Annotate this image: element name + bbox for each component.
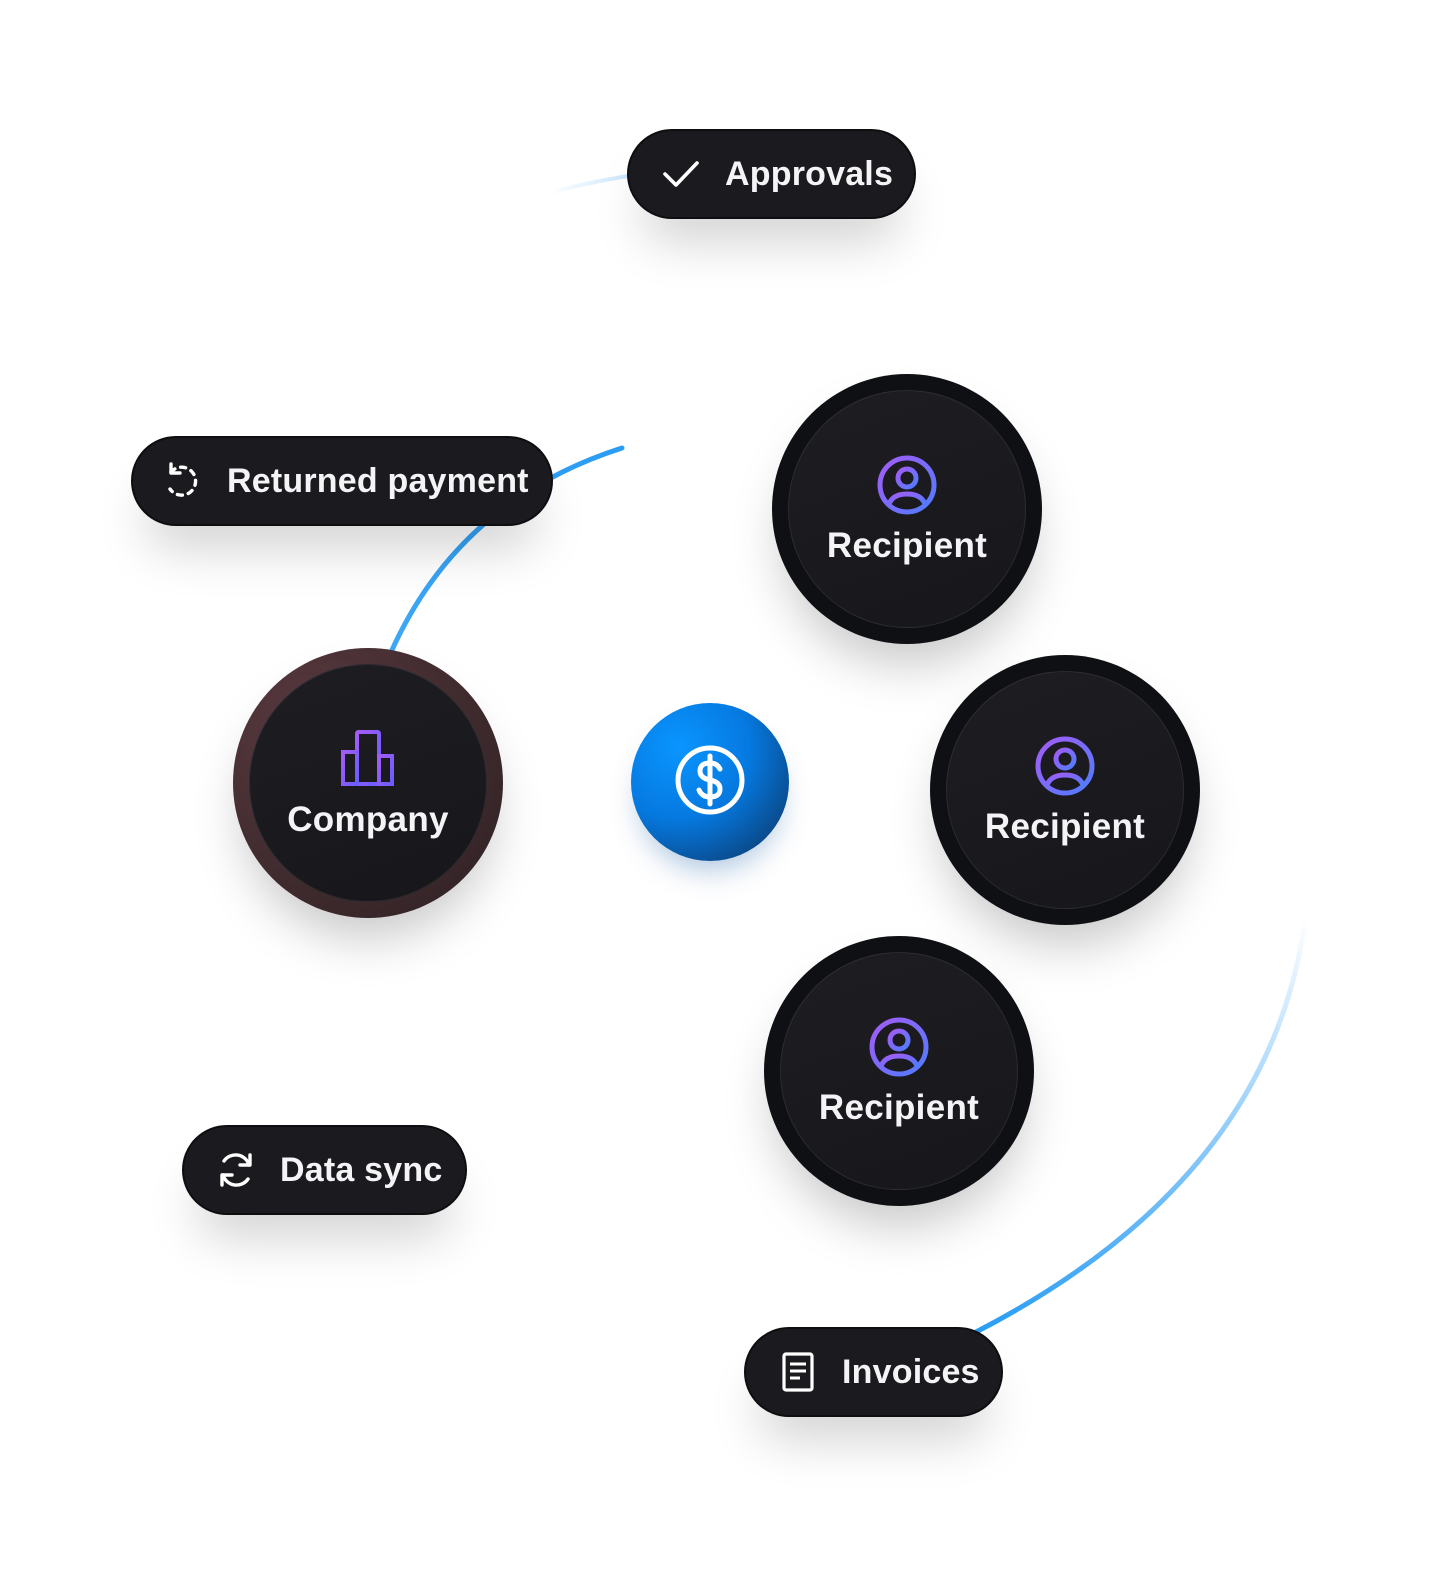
- arc-recipient-to-invoices: [973, 917, 1308, 1335]
- user-circle-icon: [866, 1014, 932, 1080]
- recipient-label-2: Recipient: [984, 807, 1146, 846]
- invoices-label: Invoices: [842, 1352, 980, 1391]
- check-icon: [659, 152, 703, 196]
- dollar-circle-icon: [673, 743, 747, 822]
- document-icon: [776, 1350, 820, 1394]
- building-icon: [335, 726, 401, 792]
- returned-payment-pill[interactable]: Returned payment: [131, 436, 553, 526]
- company-node-inner: Company: [249, 664, 487, 902]
- recipient-node-3-inner: Recipient: [780, 952, 1018, 1190]
- recipient-label-3: Recipient: [818, 1088, 980, 1127]
- recipient-node-3[interactable]: Recipient: [764, 936, 1034, 1206]
- invoices-pill[interactable]: Invoices: [744, 1327, 1003, 1417]
- recipient-node-2[interactable]: Recipient: [930, 655, 1200, 925]
- user-circle-icon: [874, 452, 940, 518]
- approvals-pill[interactable]: Approvals: [627, 129, 916, 219]
- data-sync-pill[interactable]: Data sync: [182, 1125, 467, 1215]
- company-label: Company: [287, 800, 449, 839]
- recipient-node-1[interactable]: Recipient: [772, 374, 1042, 644]
- dashed-rotate-icon: [161, 459, 205, 503]
- recipient-node-2-inner: Recipient: [946, 671, 1184, 909]
- user-circle-icon: [1032, 733, 1098, 799]
- data-sync-label: Data sync: [280, 1150, 443, 1189]
- recipient-node-1-inner: Recipient: [788, 390, 1026, 628]
- payment-hub[interactable]: [631, 703, 789, 861]
- company-node[interactable]: Company: [233, 648, 503, 918]
- recipient-label-1: Recipient: [826, 526, 988, 565]
- approvals-label: Approvals: [725, 154, 894, 193]
- arc-approvals-faint: [548, 174, 630, 195]
- refresh-icon: [214, 1148, 258, 1192]
- returned-payment-label: Returned payment: [227, 461, 529, 500]
